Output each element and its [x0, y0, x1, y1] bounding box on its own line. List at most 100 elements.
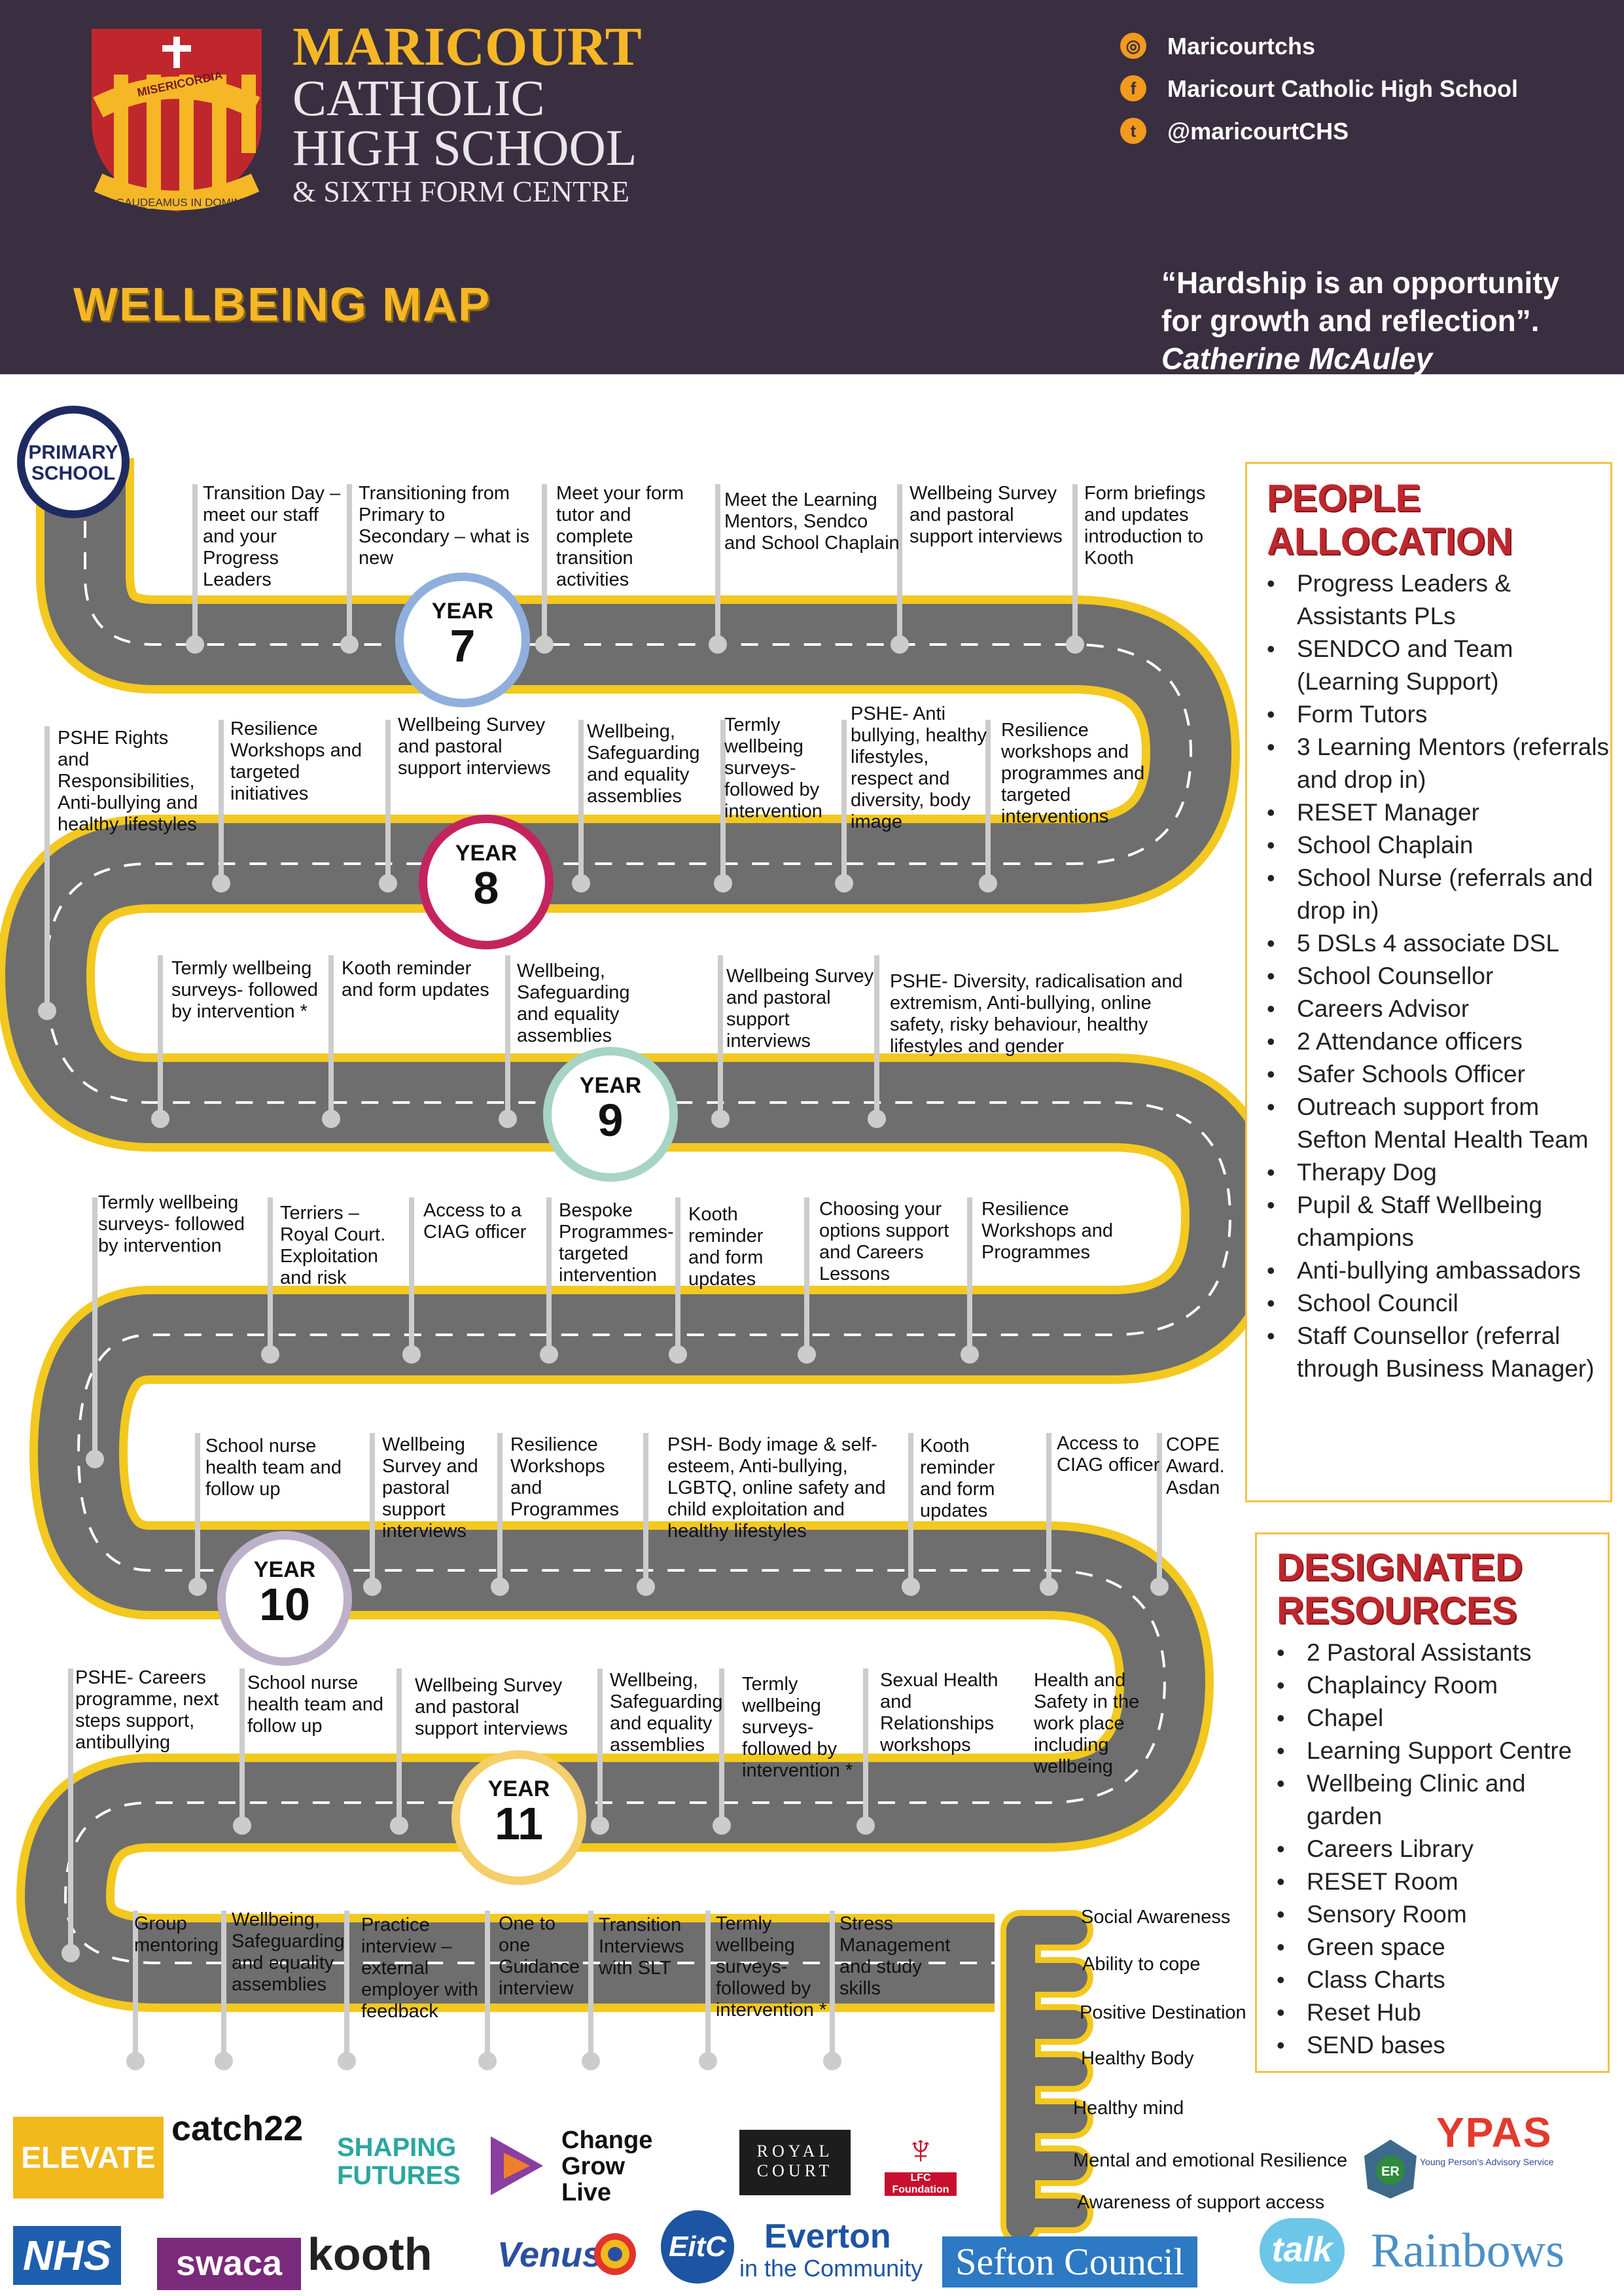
shaping-futures-logo-line1: SHAPING — [337, 2133, 457, 2162]
milestone-label: Group mentoring — [134, 1913, 219, 1956]
milestone-label: Wellbeing, Safeguarding and equality ass… — [587, 721, 700, 807]
year-number: 10 — [259, 1579, 310, 1630]
people-item: School Council — [1247, 1287, 1610, 1320]
year-8-badge: YEAR 8 — [419, 815, 554, 949]
people-item: Staff Counsellor (referral through Busin… — [1247, 1320, 1610, 1385]
royal-court-line2: COURT — [756, 2161, 834, 2180]
change-grow-live-logo-line1: Change — [561, 2127, 653, 2154]
milestone-label: PSHE Rights and Responsibilities, Anti-b… — [58, 728, 198, 835]
shaping-futures-logo-line2: FUTURES — [337, 2161, 461, 2190]
liverbird-icon: ♆ — [905, 2126, 936, 2173]
school-name-line3: HIGH SCHOOL — [292, 119, 637, 176]
designated-resources-panel: DESIGNATED RESOURCES 2 Pastoral Assistan… — [1255, 1532, 1610, 2073]
milestone-label: One to one Guidance interview — [499, 1913, 580, 1999]
people-list: Progress Leaders & Assistants PLs SENDCO… — [1247, 567, 1610, 1385]
resource-item: Green space — [1257, 1931, 1608, 1964]
outcome-label: Healthy Body — [1081, 2048, 1194, 2069]
people-item: Pupil & Staff Wellbeing champions — [1247, 1189, 1610, 1254]
milestone-label: PSHE- Anti bullying, healthy lifestyles,… — [851, 703, 987, 832]
crest-motto-bottom: GAUDEAMUS IN DOMINO — [116, 196, 251, 209]
milestone-label: Health and Safety in the work place incl… — [1034, 1670, 1140, 1777]
people-title-line1: PEOPLE — [1267, 477, 1421, 520]
resource-item: Chaplaincy Room — [1257, 1669, 1608, 1702]
school-name-line4: & SIXTH FORM CENTRE — [292, 175, 629, 208]
resource-item: 2 Pastoral Assistants — [1257, 1636, 1608, 1669]
road-fork — [1000, 1910, 1093, 2245]
milestone-label: Meet your form tutor and complete transi… — [556, 483, 684, 590]
milestone-label: PSHE- Careers programme, next steps supp… — [75, 1667, 219, 1753]
royal-court-logo: ROYAL COURT — [739, 2130, 851, 2195]
royal-court-line1: ROYAL — [756, 2142, 834, 2161]
everton-logo-line2: in the Community — [739, 2255, 923, 2282]
nhs-logo: NHS — [13, 2226, 121, 2285]
header-banner: MISERICORDIA GAUDEAMUS IN DOMINO MARICOU… — [0, 0, 1624, 376]
year-9-badge: YEAR 9 — [543, 1047, 678, 1182]
people-item: Careers Advisor — [1247, 993, 1610, 1025]
people-item: Therapy Dog — [1247, 1156, 1610, 1189]
people-item: School Chaplain — [1247, 829, 1610, 862]
ypas-subtitle: Young Person's Advisory Service — [1420, 2157, 1554, 2167]
talk-the-talk-logo: talk — [1260, 2218, 1345, 2284]
people-item: Outreach support from Sefton Mental Heal… — [1247, 1091, 1610, 1156]
twitter-icon: t — [1120, 118, 1146, 144]
eitc-logo: EitC — [661, 2210, 734, 2284]
social-label: Maricourt Catholic High School — [1167, 75, 1519, 102]
milestone-label: Practice interview – external employer w… — [361, 1915, 478, 2022]
wellbeing-map-title: WELLBEING MAP — [73, 279, 491, 331]
outcome-label: Social Awareness — [1081, 1907, 1231, 1928]
people-item: SENDCO and Team (Learning Support) — [1247, 633, 1610, 698]
resource-item: Chapel — [1257, 1702, 1608, 1735]
milestone-label: Form briefings and updates introduction … — [1084, 483, 1206, 569]
milestone-label: Termly wellbeing surveys- followed by in… — [716, 1913, 827, 2021]
outcome-label: Positive Destination — [1080, 2002, 1246, 2023]
milestone-label: Transitioning from Primary to Secondary … — [359, 483, 530, 569]
venus-target-icon — [594, 2233, 636, 2275]
change-grow-live-icon — [491, 2136, 543, 2195]
marker-poles — [38, 484, 1169, 2070]
milestone-label: Termly wellbeing surveys- followed by in… — [98, 1192, 245, 1256]
milestone-label: Access to CIAG officer — [1057, 1433, 1160, 1475]
milestone-label: Wellbeing, Safeguarding and equality ass… — [232, 1909, 345, 1995]
milestone-label: Termly wellbeing surveys- followed by in… — [724, 715, 822, 822]
year-title: YEAR — [431, 599, 494, 624]
people-title-line2: ALLOCATION — [1267, 520, 1513, 563]
milestone-label: COPE Award. Asdan — [1166, 1434, 1225, 1498]
year-number: 9 — [597, 1095, 624, 1146]
people-item: RESET Manager — [1247, 796, 1610, 829]
milestone-label: Wellbeing Survey and pastoral support in… — [415, 1675, 568, 1739]
people-item: Progress Leaders & Assistants PLs — [1247, 567, 1610, 633]
milestone-label: Termly wellbeing surveys- followed by in… — [171, 958, 319, 1022]
primary-school-badge: PRIMARY SCHOOL — [17, 406, 130, 518]
kooth-logo: kooth — [308, 2229, 432, 2280]
facebook-icon: f — [1120, 75, 1146, 101]
milestone-label: Wellbeing Survey and pastoral support in… — [382, 1434, 478, 1542]
milestone-label: Wellbeing, Safeguarding and equality ass… — [517, 961, 630, 1046]
quote-line2: for growth and reflection”. — [1161, 304, 1540, 338]
milestone-label: Kooth reminder and form updates — [688, 1204, 764, 1290]
change-grow-live-logo-line3: Live — [561, 2179, 612, 2206]
resource-item: SEND bases — [1257, 2029, 1608, 2062]
milestone-label: Resilience Workshops and Programmes — [981, 1199, 1113, 1263]
milestone-label: Stress Management and study skills — [839, 1913, 951, 1999]
road-map — [0, 458, 1256, 2245]
primary-school-label: PRIMARY SCHOOL — [28, 442, 118, 484]
catch22-logo: catch22 — [171, 2109, 304, 2148]
milestone-label: Wellbeing Survey and pastoral support in… — [398, 715, 551, 779]
milestone-label: Transition Interviews with SLT — [599, 1915, 684, 1979]
school-name-line2: CATHOLIC — [292, 69, 545, 126]
school-crest-icon — [92, 29, 262, 212]
year-title: YEAR — [487, 1776, 550, 1801]
resource-item: Learning Support Centre — [1257, 1735, 1608, 1767]
milestone-label: Termly wellbeing surveys- followed by in… — [742, 1674, 853, 1781]
outcome-label: Healthy mind — [1073, 2098, 1184, 2119]
milestone-label: Kooth reminder and form updates — [920, 1436, 995, 1521]
social-label: @maricourtCHS — [1167, 118, 1349, 145]
instagram-icon: ◎ — [1120, 33, 1146, 59]
swaca-logo: swaca — [157, 2238, 301, 2290]
lfc-label: LFC Foundation — [885, 2172, 957, 2196]
resource-item: Class Charts — [1257, 1964, 1608, 1996]
milestone-label: PSH- Body image & self-esteem, Anti-bull… — [667, 1434, 886, 1542]
year-title: YEAR — [253, 1557, 316, 1582]
people-item: Anti-bullying ambassadors — [1247, 1254, 1610, 1287]
social-label: Maricourtchs — [1167, 33, 1316, 60]
